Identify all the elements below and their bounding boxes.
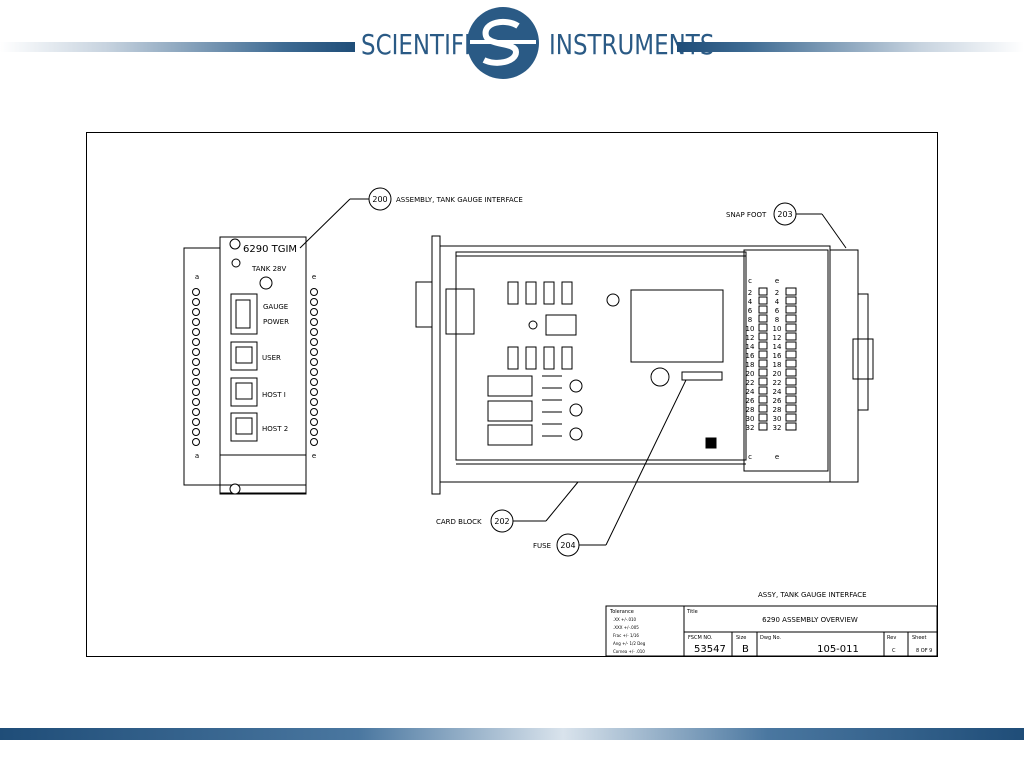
fscm-value: 53547 (694, 644, 726, 655)
title-block (605, 605, 938, 657)
connector-e-top: e (775, 277, 779, 285)
sheet-value: 8 OF 9 (916, 648, 932, 654)
connector-c-num: 20 (746, 370, 755, 378)
connector-e-num: 14 (773, 343, 782, 351)
connector-e-num: 20 (773, 370, 782, 378)
connector-c-num: 4 (748, 298, 753, 306)
connector-e-num: 24 (773, 388, 782, 396)
footer-bar (0, 728, 1024, 740)
title-label: Title (686, 609, 698, 615)
callout-200-number: 200 (372, 195, 387, 204)
connector-c-num: 8 (748, 316, 752, 324)
size-value: B (742, 644, 749, 655)
sheet-label: Sheet (912, 635, 926, 641)
module-user-label: USER (262, 354, 281, 362)
assembly-side-view (415, 235, 874, 495)
connector-c-num: 2 (748, 289, 752, 297)
connector-e-num: 18 (773, 361, 782, 369)
callout-203-text: SNAP FOOT (726, 211, 767, 219)
module-model-label: 6290 TGIM (243, 244, 297, 255)
module-power-label: POWER (263, 318, 289, 326)
connector-c-num: 30 (746, 415, 755, 423)
connector-e-num: 10 (773, 325, 782, 333)
module-col-a-top: a (195, 273, 199, 281)
connector-c-num: 24 (746, 388, 755, 396)
callout-203-number: 203 (777, 210, 792, 219)
callout-200: 200 ASSEMBLY, TANK GAUGE INTERFACE (299, 187, 523, 249)
company-logo (467, 7, 539, 79)
module-tank-label: TANK 28V (251, 265, 286, 273)
brand-name-left: SCIENTIFIC (361, 28, 487, 61)
tolerance-line: .XX +/-.010 (613, 617, 637, 622)
tolerance-line: .XXX +/-.005 (613, 625, 639, 630)
assy-label: ASSY, TANK GAUGE INTERFACE (758, 591, 867, 599)
connector-c-num: 12 (746, 334, 755, 342)
connector-c-num: 16 (746, 352, 755, 360)
header-bar-right (677, 42, 1024, 52)
connector-c-num: 22 (746, 379, 755, 387)
connector-c-num: 32 (746, 424, 755, 432)
connector-e-num: 2 (775, 289, 779, 297)
connector-c-num: 14 (746, 343, 755, 351)
drawing-svg: a a e e 6290 TGIM TANK 28V GAUGE POWER U… (86, 132, 938, 657)
connector-e-num: 30 (773, 415, 782, 423)
connector-c-num: 10 (746, 325, 755, 333)
callout-204-text: FUSE (533, 542, 551, 550)
tolerance-label: Tolerance (609, 609, 634, 615)
tolerance-line: Frac +/- 1/16 (613, 633, 639, 638)
connector-e-num: 4 (775, 298, 780, 306)
connector-c-num: 28 (746, 406, 755, 414)
connector-e-num: 12 (773, 334, 782, 342)
terminal-screws-right (310, 288, 318, 446)
connector-e-num: 32 (773, 424, 782, 432)
connector-c-num: 18 (746, 361, 755, 369)
callout-200-text: ASSEMBLY, TANK GAUGE INTERFACE (396, 196, 523, 204)
technical-drawing: a a e e 6290 TGIM TANK 28V GAUGE POWER U… (86, 132, 938, 657)
callout-204: FUSE 204 (533, 379, 687, 557)
module-col-e-top: e (312, 273, 316, 281)
connector-e-num: 6 (775, 307, 780, 315)
header: SCIENTIFIC INSTRUMENTS (0, 0, 1024, 100)
fscm-label: FSCM NO. (688, 635, 713, 641)
module-gauge-label: GAUGE (263, 303, 288, 311)
terminal-screws-left (192, 288, 200, 446)
module-host2-label: HOST 2 (262, 425, 288, 433)
dwg-label: Dwg No. (760, 635, 781, 641)
connector-e-num: 28 (773, 406, 782, 414)
connector-c-num: 6 (748, 307, 753, 315)
module-front-view (183, 236, 318, 495)
callout-202-number: 202 (494, 517, 509, 526)
rev-value: C (892, 648, 896, 654)
callout-204-number: 204 (560, 541, 575, 550)
connector-strip: c e 2 4 6 8 10 12 14 16 18 20 22 24 26 2… (746, 277, 797, 461)
connector-e-num: 26 (773, 397, 782, 405)
rev-label: Rev (887, 635, 896, 641)
connector-c-bottom: c (748, 453, 752, 461)
header-bar-left (0, 42, 355, 52)
connector-e-num: 16 (773, 352, 782, 360)
dwg-value: 105-011 (817, 644, 859, 655)
size-label: Size (736, 635, 746, 641)
module-host1-label: HOST I (262, 391, 286, 399)
callout-203: SNAP FOOT 203 (726, 202, 847, 249)
module-col-a-bottom: a (195, 452, 199, 460)
module-col-e-bottom: e (312, 452, 316, 460)
connector-e-num: 22 (773, 379, 782, 387)
connector-e-bottom: e (775, 453, 779, 461)
connector-e-num: 8 (775, 316, 779, 324)
connector-c-num: 26 (746, 397, 755, 405)
callout-202: CARD BLOCK 202 (436, 481, 579, 533)
drawing-title: 6290 ASSEMBLY OVERVIEW (762, 616, 858, 624)
connector-c-top: c (748, 277, 752, 285)
tolerance-line: Cornea +/- .010 (613, 649, 645, 654)
tolerance-line: Ang +/- 1/2 Deg (613, 641, 646, 646)
callout-202-text: CARD BLOCK (436, 518, 482, 526)
